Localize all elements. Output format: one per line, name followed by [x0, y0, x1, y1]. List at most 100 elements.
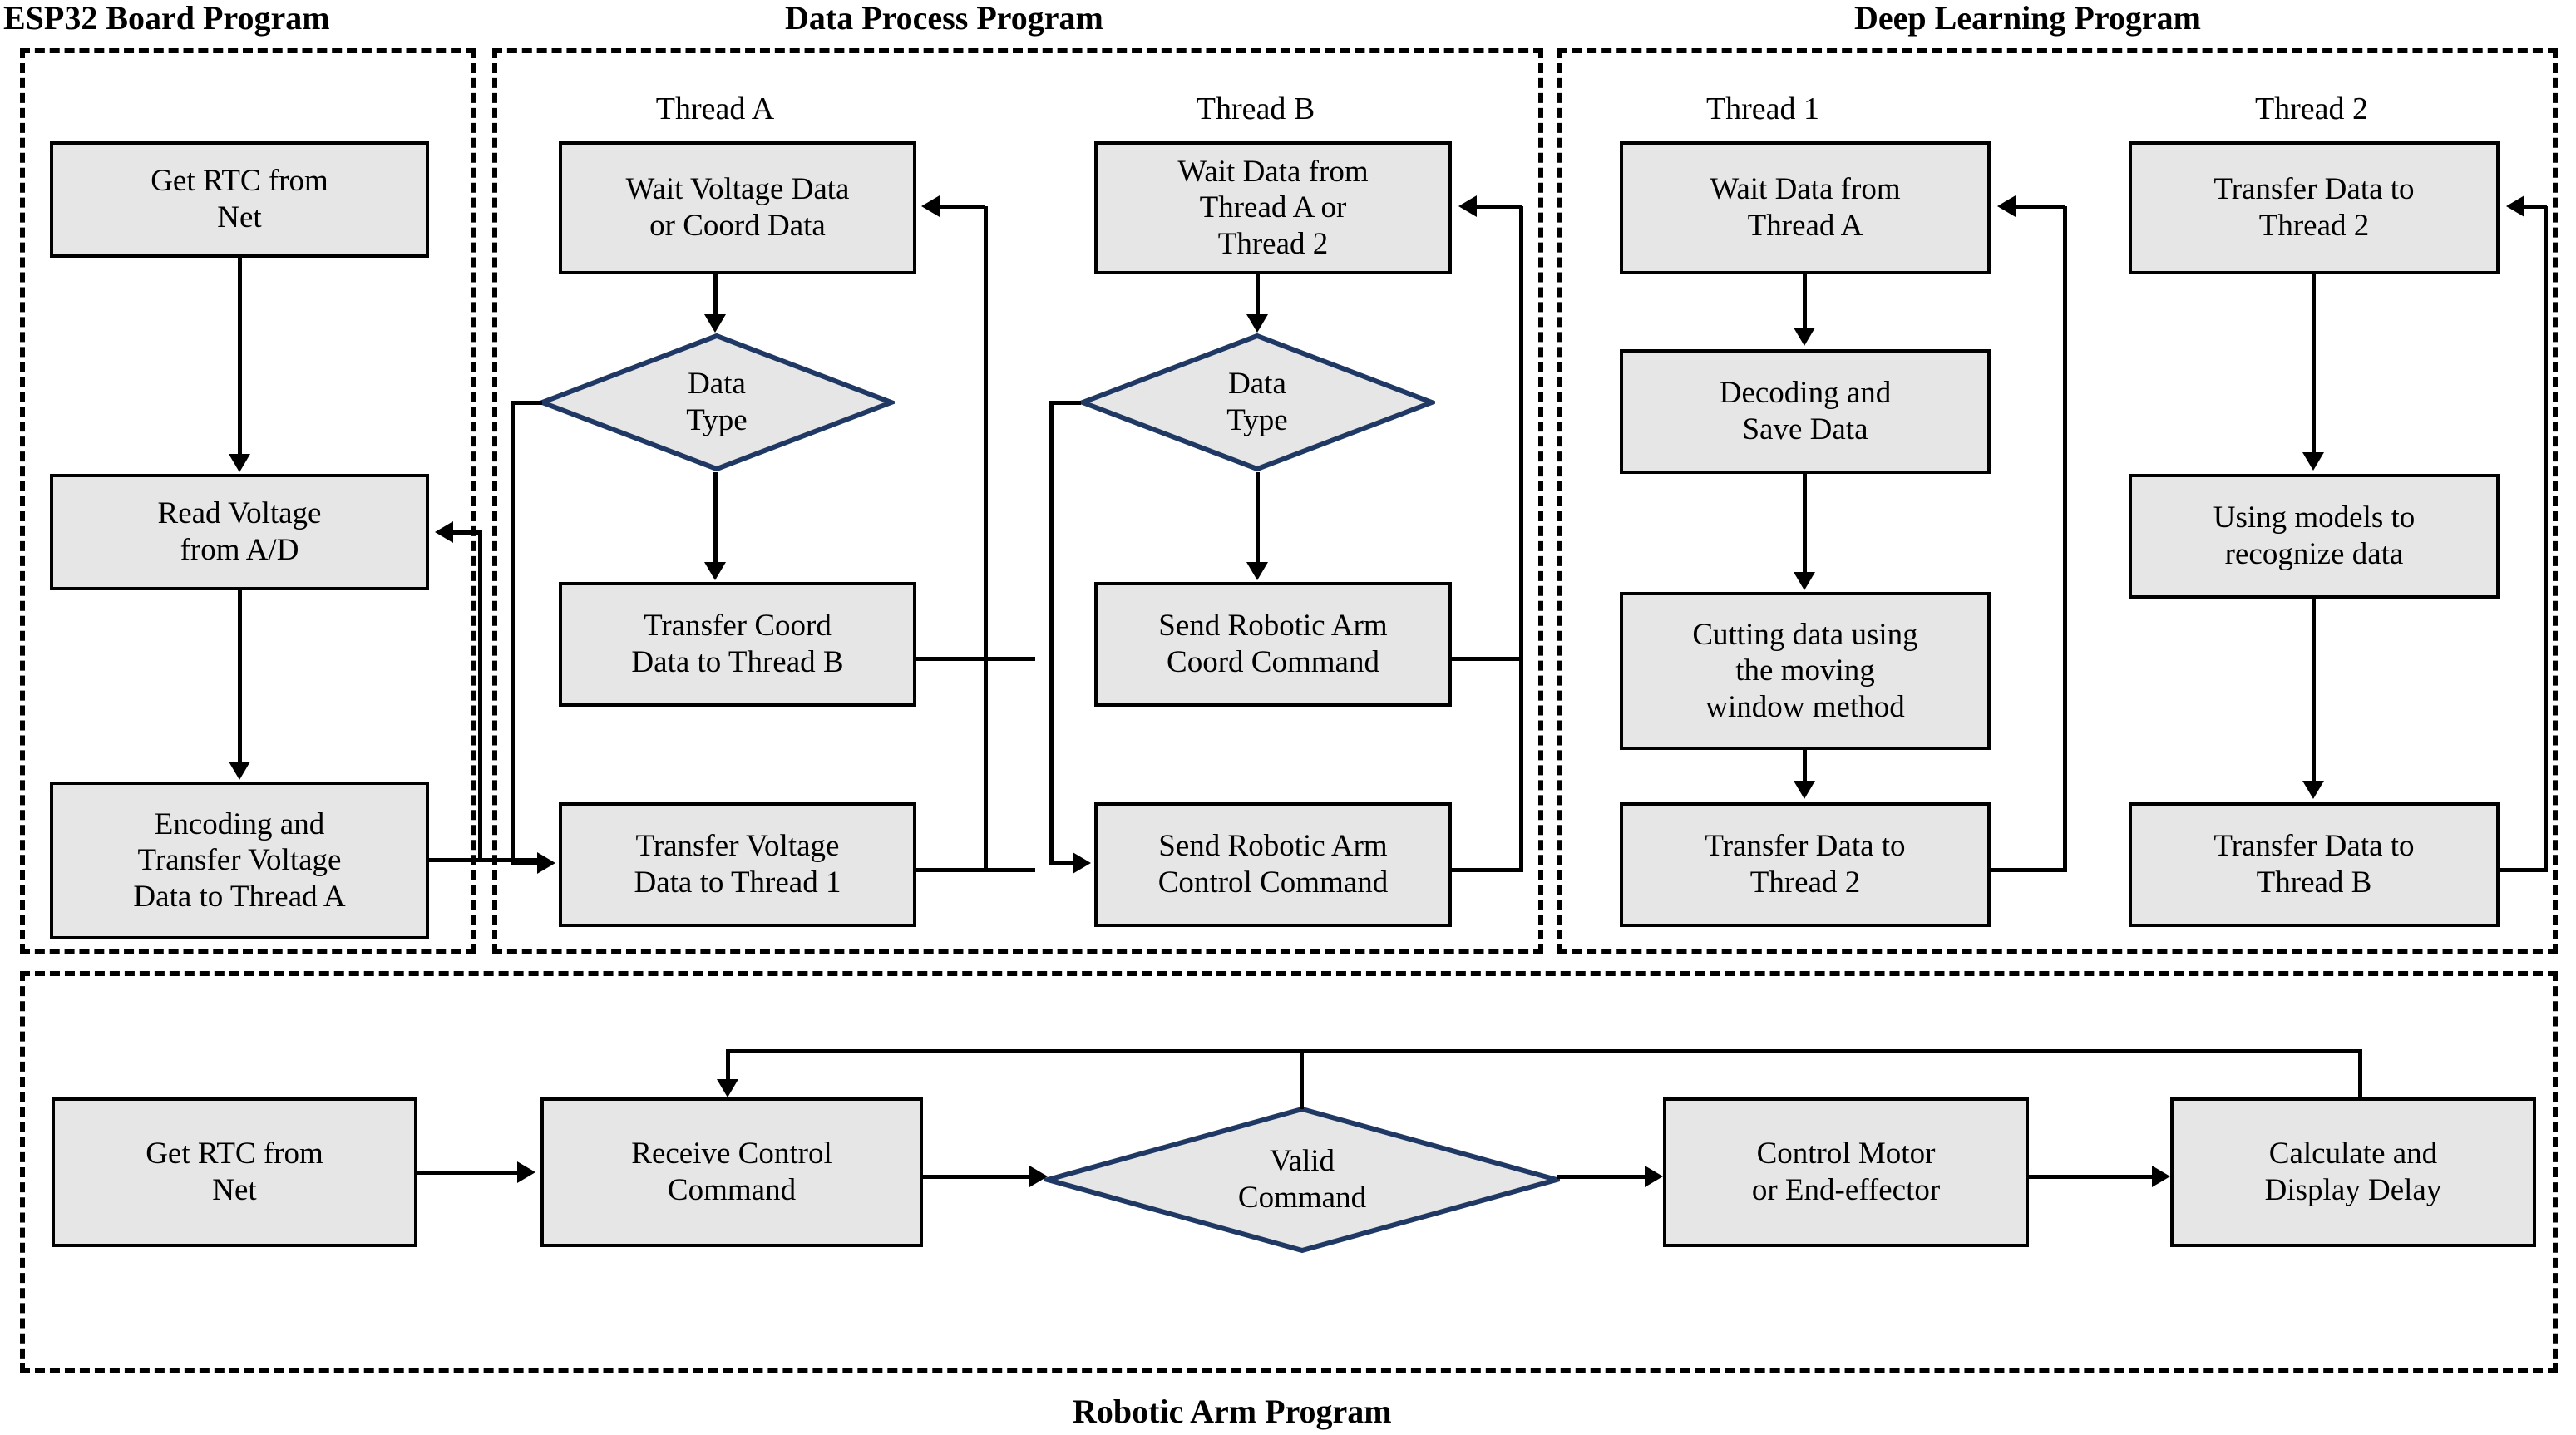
arrowhead-esp-encode — [229, 762, 250, 780]
node-read-voltage-from-ad[interactable]: Read Voltage from A/D — [50, 474, 429, 590]
edge-tb-coordcmd-right — [1452, 657, 1523, 661]
thread-title-a: Thread A — [655, 91, 775, 126]
node-wait-data-from-thread-a[interactable]: Wait Data from Thread A — [1620, 141, 1991, 274]
edge-ra-delay-up — [2358, 1049, 2362, 1099]
region-title-deep-learning: Deep Learning Program — [1854, 0, 2201, 37]
node-transfer-voltage-data-to-thread-1[interactable]: Transfer Voltage Data to Thread 1 — [559, 802, 916, 927]
edge-t2-in-to-models — [2312, 274, 2316, 452]
edge-tb-diamond-left — [1049, 401, 1081, 405]
region-title-robotic-arm: Robotic Arm Program — [1073, 1393, 1392, 1430]
node-transfer-data-to-thread-2[interactable]: Transfer Data to Thread 2 — [1620, 802, 1991, 927]
edge-esp-to-thread-a — [429, 858, 545, 862]
region-title-data-process: Data Process Program — [785, 0, 1103, 37]
arrowhead-tb-coordcmd — [1246, 562, 1268, 580]
edge-ta-left-down — [511, 401, 515, 863]
node-receive-control-command[interactable]: Receive Control Command — [540, 1097, 923, 1247]
edge-ra-top-bus — [726, 1049, 1301, 1053]
edge-tb-controlcmd-right — [1452, 868, 1523, 872]
arrowhead-t2-loop — [2506, 195, 2524, 217]
node-calculate-and-display-delay[interactable]: Calculate and Display Delay — [2170, 1097, 2536, 1247]
thread-title-1: Thread 1 — [1705, 91, 1820, 126]
edge-tb-wait-to-diamond — [1256, 274, 1260, 314]
region-deep-learning-program — [1557, 48, 2558, 954]
decision-data-type-thread-b[interactable]: Data Type — [1079, 333, 1435, 472]
arrowhead-esp-read — [229, 454, 250, 472]
arrowhead-tb-controlcmd — [1073, 852, 1091, 874]
edge-tb-left-down — [1049, 401, 1054, 863]
edge-tb-right-into-wait — [1477, 205, 1522, 209]
arrowhead-t2-models — [2302, 452, 2324, 471]
region-esp32-board-program — [20, 48, 476, 954]
edge-t2-loop-in — [2524, 205, 2547, 209]
node-using-models-to-recognize-data[interactable]: Using models to recognize data — [2129, 474, 2500, 599]
edge-ta-voltage-right — [916, 868, 988, 872]
arrowhead-t1-decode — [1794, 328, 1815, 346]
edge-ra-down-to-receive — [726, 1049, 730, 1079]
edge-t1-loop-up — [2063, 206, 2067, 871]
edge-t1-cutting-to-transfer — [1803, 750, 1807, 781]
node-transfer-coord-data-to-thread-b[interactable]: Transfer Coord Data to Thread B — [559, 582, 916, 707]
edge-t1-decode-to-cutting — [1803, 474, 1807, 572]
arrowhead-t1-transfer — [1794, 781, 1815, 799]
arrowhead-ra-receive-loop — [717, 1079, 738, 1097]
edge-ta-coord-right — [916, 657, 988, 661]
edge-t2-loop-right — [2500, 868, 2548, 872]
decision-valid-command[interactable]: Valid Command — [1044, 1106, 1560, 1254]
edge-ra-motor-to-delay — [2029, 1175, 2152, 1179]
arrowhead-ra-delay — [2152, 1166, 2170, 1187]
edge-ta-left-into-voltage — [511, 861, 537, 865]
edge-t2-loop-up — [2544, 206, 2548, 871]
decision-label-data-type-b: Data Type — [1226, 367, 1288, 437]
node-transfer-data-to-thread-2-in[interactable]: Transfer Data to Thread 2 — [2129, 141, 2500, 274]
edge-ta-diamond-to-coord — [713, 472, 718, 562]
arrowhead-t1-cutting — [1794, 572, 1815, 590]
node-send-robotic-arm-control-command[interactable]: Send Robotic Arm Control Command — [1094, 802, 1452, 927]
edge-ta-right-into-wait — [940, 205, 985, 209]
thread-title-b: Thread B — [1196, 91, 1315, 126]
arrowhead-ra-receive — [517, 1161, 535, 1183]
arrowhead-ta-wait-loop — [921, 195, 940, 217]
decision-data-type-thread-a[interactable]: Data Type — [539, 333, 895, 472]
diamond-shape-icon — [1079, 333, 1435, 472]
edge-ta-to-thread-1 — [984, 868, 1035, 872]
edge-tb-left-into-controlcmd — [1049, 861, 1074, 865]
edge-esp-loop-in — [453, 530, 482, 535]
arrowhead-esp-loop — [435, 521, 453, 543]
node-decoding-and-save-data[interactable]: Decoding and Save Data — [1620, 349, 1991, 474]
edge-t1-loop-right — [1991, 868, 2067, 872]
edge-tb-diamond-to-coordcmd — [1256, 472, 1260, 562]
edge-esp-loop-up — [478, 532, 482, 861]
diamond-shape-icon — [539, 333, 895, 472]
node-control-motor-or-end-effector[interactable]: Control Motor or End-effector — [1663, 1097, 2029, 1247]
arrowhead-ta-voltage — [537, 852, 555, 874]
arrowhead-ta-coord — [704, 562, 726, 580]
arrowhead-t2-transferb — [2302, 781, 2324, 799]
arrowhead-tb-diamond — [1246, 314, 1268, 333]
edge-ra-delay-bus — [1300, 1049, 2362, 1053]
edge-t2-models-to-transferb — [2312, 599, 2316, 781]
edge-ta-wait-to-diamond — [713, 274, 718, 314]
edge-ra-rtc-to-receive — [417, 1171, 517, 1175]
node-get-rtc-from-net-esp32[interactable]: Get RTC from Net — [50, 141, 429, 258]
node-wait-data-from-thread-a-or-2[interactable]: Wait Data from Thread A or Thread 2 — [1094, 141, 1452, 274]
arrowhead-ta-diamond — [704, 314, 726, 333]
edge-ta-to-thread-b — [984, 657, 1035, 661]
edge-esp-rtc-to-read — [238, 258, 242, 454]
region-title-esp32: ESP32 Board Program — [3, 0, 330, 37]
region-data-process-program — [492, 48, 1543, 954]
node-wait-voltage-or-coord-data[interactable]: Wait Voltage Data or Coord Data — [559, 141, 916, 274]
edge-t1-loop-in — [2016, 205, 2065, 209]
region-robotic-arm-program — [20, 971, 2558, 1373]
node-encoding-transfer-voltage[interactable]: Encoding and Transfer Voltage Data to Th… — [50, 782, 429, 939]
diamond-shape-icon — [1044, 1106, 1560, 1254]
edge-esp-read-to-encode — [238, 590, 242, 762]
decision-label-data-type-a: Data Type — [686, 367, 748, 437]
node-cutting-data-moving-window[interactable]: Cutting data using the moving window met… — [1620, 592, 1991, 750]
edge-t1-wait-to-decode — [1803, 274, 1807, 328]
decision-label-valid-command: Valid Command — [1237, 1144, 1367, 1215]
node-get-rtc-from-net-robot[interactable]: Get RTC from Net — [52, 1097, 417, 1247]
node-send-robotic-arm-coord-command[interactable]: Send Robotic Arm Coord Command — [1094, 582, 1452, 707]
edge-ra-receive-to-valid — [923, 1175, 1029, 1179]
node-transfer-data-to-thread-b[interactable]: Transfer Data to Thread B — [2129, 802, 2500, 927]
